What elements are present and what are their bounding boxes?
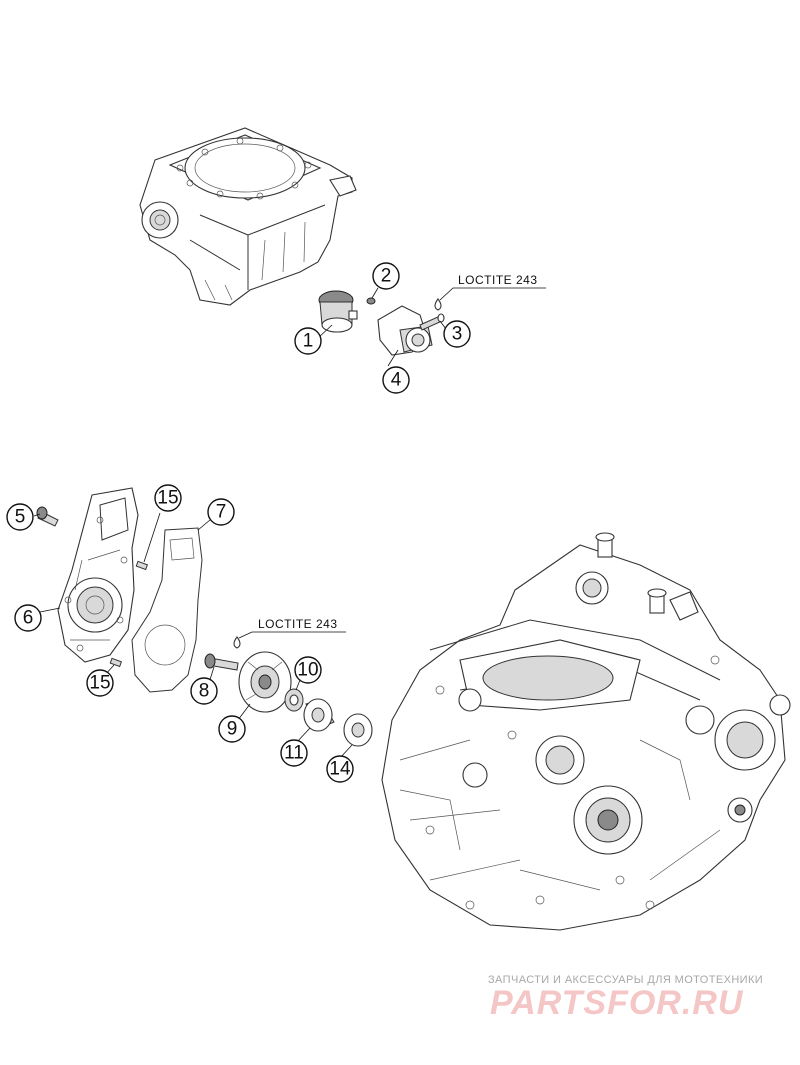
callout-1: 1 xyxy=(294,327,322,355)
svg-text:4: 4 xyxy=(391,370,402,391)
svg-text:11: 11 xyxy=(284,743,304,764)
dowel-pin-top xyxy=(135,560,149,571)
callout-6: 6 xyxy=(14,604,42,632)
svg-text:2: 2 xyxy=(381,266,392,287)
impeller xyxy=(238,651,292,713)
callout-10: 10 xyxy=(294,656,322,684)
loctite-leader-top xyxy=(439,287,546,301)
callout-5: 5 xyxy=(6,503,34,531)
bearing-11 xyxy=(303,698,335,732)
callout-15-top: 15 xyxy=(154,484,182,512)
callout-11: 11 xyxy=(280,739,308,767)
loctite-note-bottom: LOCTITE 243 xyxy=(258,617,338,631)
loctite-note-top: LOCTITE 243 xyxy=(458,273,538,287)
callout-14: 14 xyxy=(326,755,354,783)
loctite-drop-top xyxy=(434,298,442,311)
loctite-leader-bottom xyxy=(238,631,346,639)
callout-7: 7 xyxy=(207,498,235,526)
dowel-pin-bottom xyxy=(109,657,123,668)
callout-4: 4 xyxy=(382,366,410,394)
svg-text:6: 6 xyxy=(23,608,34,629)
callout-2: 2 xyxy=(372,262,400,290)
svg-text:5: 5 xyxy=(15,507,26,528)
svg-text:1: 1 xyxy=(303,331,314,352)
watermark-logo: PARTSFOR.RU xyxy=(490,984,744,1022)
watermark-subtitle: ЗАПЧАСТИ И АКСЕССУАРЫ ДЛЯ МОТОТЕХНИКИ xyxy=(488,974,764,986)
screw-5 xyxy=(36,506,59,527)
svg-text:9: 9 xyxy=(227,719,238,740)
callout-3: 3 xyxy=(443,320,471,348)
pump-cover xyxy=(57,487,139,663)
svg-text:14: 14 xyxy=(329,759,351,780)
callout-8: 8 xyxy=(190,677,218,705)
bearing-14 xyxy=(343,713,373,747)
thermostat xyxy=(318,290,358,333)
o-ring xyxy=(366,297,376,305)
callout-9: 9 xyxy=(218,715,246,743)
callout-15-bottom: 15 xyxy=(86,669,114,697)
svg-text:8: 8 xyxy=(199,681,210,702)
svg-text:3: 3 xyxy=(452,324,463,345)
loctite-drop-bottom xyxy=(233,636,241,649)
screw-3 xyxy=(419,313,445,331)
crankcase xyxy=(381,532,791,931)
svg-text:15: 15 xyxy=(157,488,178,509)
svg-text:15: 15 xyxy=(89,673,110,694)
pump-gasket xyxy=(131,527,203,693)
thermostat-housing xyxy=(377,305,433,356)
cylinder xyxy=(139,127,357,306)
screw-8 xyxy=(204,653,239,671)
svg-text:10: 10 xyxy=(297,660,318,681)
svg-text:7: 7 xyxy=(216,502,227,523)
